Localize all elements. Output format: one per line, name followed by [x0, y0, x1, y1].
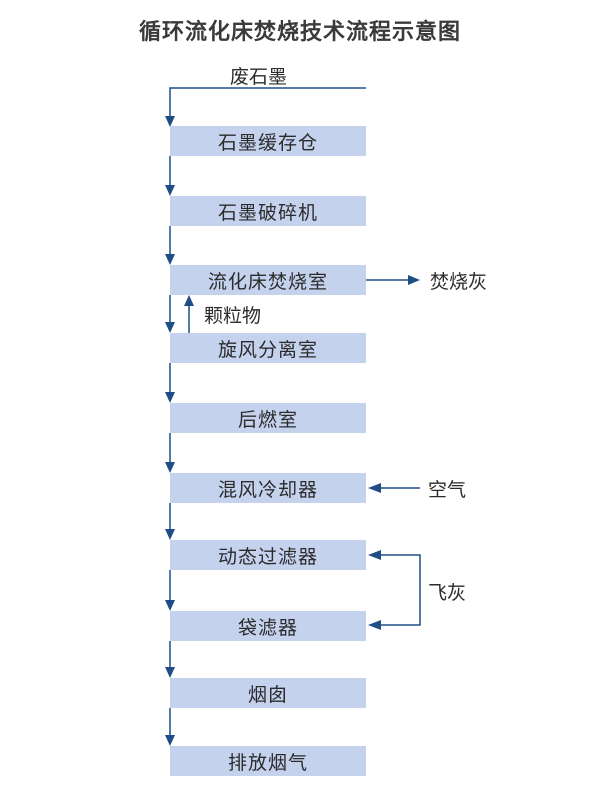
- arrow-to-step-6: [165, 462, 175, 473]
- input-feed-line: [169, 87, 366, 118]
- particles-label: 颗粒物: [204, 305, 262, 327]
- arrow-to-step-5: [165, 392, 175, 403]
- arrow-to-step-4: [165, 322, 175, 333]
- arrow-to-step-10: [165, 735, 175, 746]
- fly-ash-label: 飞灰: [428, 582, 467, 604]
- particle-return-arrow: [184, 295, 194, 306]
- step-box-9: 烟囱: [170, 678, 366, 708]
- fly-ash-arrow-lower: [368, 620, 381, 630]
- step-box-10: 排放烟气: [170, 746, 366, 776]
- arrow-to-step-3: [165, 254, 175, 265]
- step-box-4: 旋风分离室: [170, 333, 366, 363]
- input-label: 废石墨: [230, 66, 288, 88]
- ash-output-arrow: [408, 275, 420, 285]
- step-box-6: 混风冷却器: [170, 473, 366, 503]
- arrow-to-step-1: [165, 116, 175, 127]
- step-box-1: 石墨缓存仓: [170, 126, 366, 156]
- arrow-to-step-7: [165, 529, 175, 540]
- fly-ash-bracket: [380, 554, 421, 626]
- step-box-7: 动态过滤器: [170, 540, 366, 570]
- step-box-5: 后燃室: [170, 403, 366, 433]
- diagram-title: 循环流化床焚烧技术流程示意图: [138, 20, 461, 45]
- step-box-8: 袋滤器: [170, 611, 366, 641]
- arrow-to-step-8: [165, 600, 175, 611]
- air-input-arrow: [368, 483, 381, 493]
- fly-ash-arrow-upper: [368, 550, 381, 560]
- step-box-3: 流化床焚烧室: [170, 265, 366, 295]
- arrow-to-step-2: [165, 185, 175, 196]
- air-input-label: 空气: [428, 479, 467, 501]
- step-box-2: 石墨破碎机: [170, 196, 366, 226]
- arrow-to-step-9: [165, 667, 175, 678]
- ash-output-label: 焚烧灰: [430, 271, 488, 293]
